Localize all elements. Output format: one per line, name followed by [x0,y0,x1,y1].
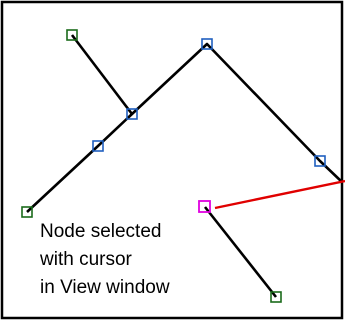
node-interior-left[interactable] [92,140,104,152]
node-endpoint-bottom[interactable] [270,291,282,303]
callout-pointer-line [214,179,345,210]
edge-branch[interactable] [70,34,134,115]
edge-main-polyline[interactable] [26,42,343,213]
edge-selected-segment[interactable] [203,206,278,298]
caption-line-2: with cursor [39,249,133,270]
node-endpoint-top-left[interactable] [66,29,78,41]
node-junction[interactable] [126,108,138,120]
node-selected[interactable] [198,200,211,213]
node-interior-right[interactable] [314,155,326,167]
node-endpoint-left[interactable] [21,206,33,218]
caption-line-3: in View window [40,277,170,298]
node-peak[interactable] [201,38,213,50]
caption-line-1: Node selected [40,221,161,242]
